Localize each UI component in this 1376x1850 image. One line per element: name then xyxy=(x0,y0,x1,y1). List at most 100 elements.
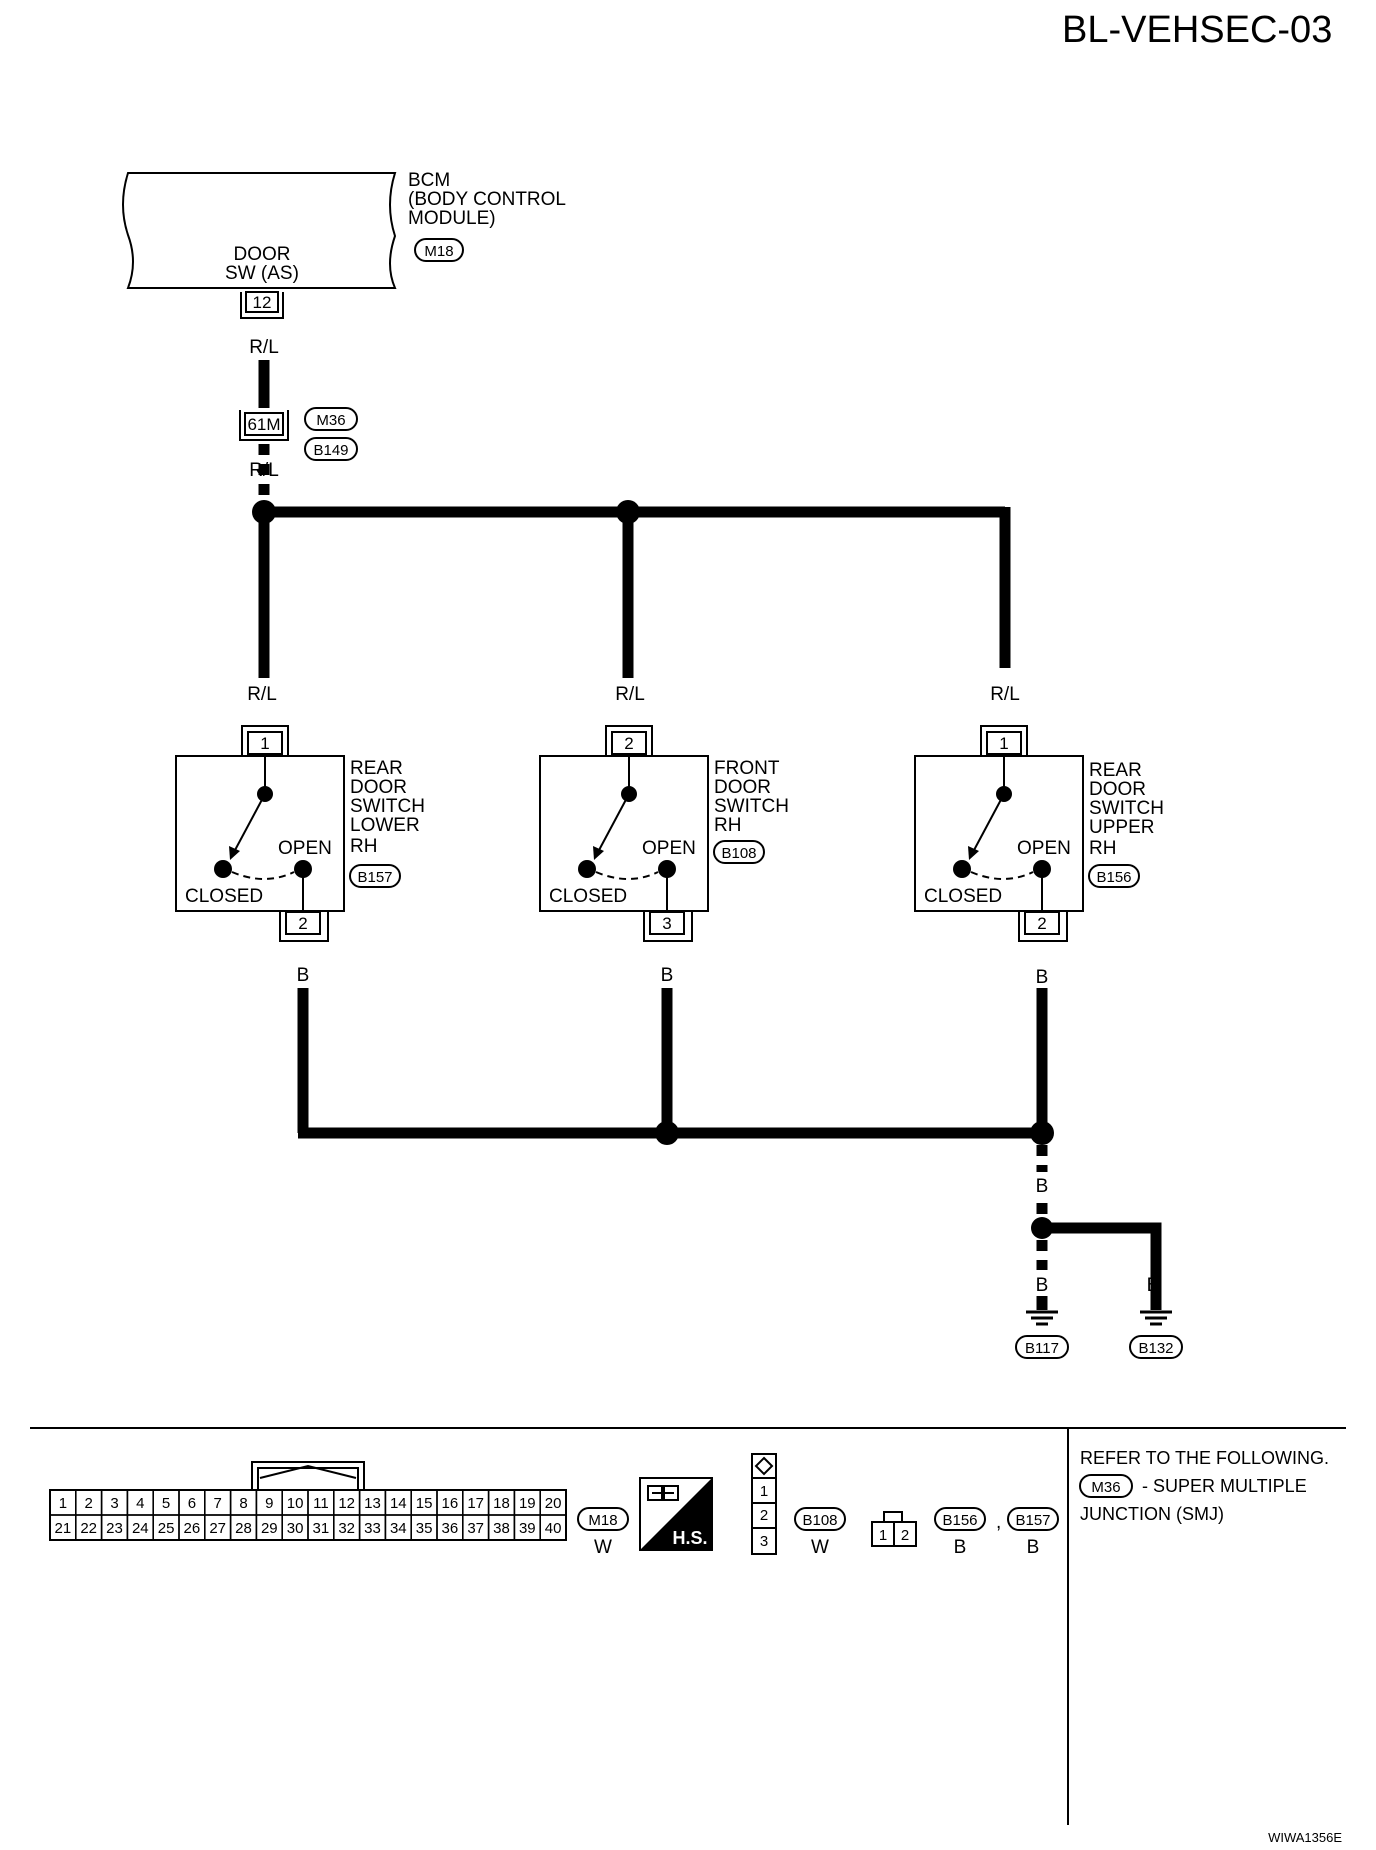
legend-b156-color: B xyxy=(954,1537,967,1558)
switch-2-name-line3: SWITCH xyxy=(714,796,789,817)
m18-pin-number: 33 xyxy=(364,1520,381,1537)
svg-text:61M: 61M xyxy=(247,415,280,434)
m18-pin-number: 4 xyxy=(136,1495,144,1512)
wire-color-rl-3: R/L xyxy=(247,684,277,705)
legend-b156-label: B156 xyxy=(942,1512,977,1529)
m18-pin-number: 25 xyxy=(158,1520,175,1537)
switch-1-closed-label: CLOSED xyxy=(185,886,263,907)
note-line3: JUNCTION (SMJ) xyxy=(1080,1504,1224,1524)
connector-id-b149: B149 xyxy=(313,442,348,459)
ground-b117: B117 xyxy=(1015,1296,1069,1359)
ground-split xyxy=(1031,1203,1162,1270)
m18-pin-number: 24 xyxy=(132,1520,149,1537)
rl-bus-wire xyxy=(252,500,1011,678)
note-ref-text: - SUPER MULTIPLE xyxy=(1142,1476,1307,1496)
switch-1-name-line1: REAR xyxy=(350,758,403,779)
joint-connector-61m: 61M M36 B149 xyxy=(239,407,358,461)
m18-pin-number: 3 xyxy=(110,1495,118,1512)
wire-color-rl-5: R/L xyxy=(990,684,1020,705)
m18-pin-number: 39 xyxy=(519,1520,536,1537)
switch-1-connector-id: B157 xyxy=(357,869,392,886)
switch-1-name-line5: RH xyxy=(350,836,377,857)
switch-3-name-line2: DOOR xyxy=(1089,779,1146,800)
switch-3-name-line1: REAR xyxy=(1089,760,1142,781)
svg-text:1: 1 xyxy=(260,734,269,753)
wire-color-b-2: B xyxy=(661,965,674,986)
svg-text:2: 2 xyxy=(624,734,633,753)
m18-pin-number: 15 xyxy=(416,1495,433,1512)
m18-pin-number: 26 xyxy=(184,1520,201,1537)
b108-pin-2: 2 xyxy=(760,1507,768,1524)
m18-pin-number: 34 xyxy=(390,1520,407,1537)
diagram-code: BL-VEHSEC-03 xyxy=(1062,9,1332,51)
switch-2-open-label: OPEN xyxy=(642,838,696,859)
switch-2-connector-id: B108 xyxy=(721,845,756,862)
svg-text:3: 3 xyxy=(662,914,671,933)
switch-1-name-line4: LOWER xyxy=(350,815,420,836)
m18-pin-number: 21 xyxy=(55,1520,72,1537)
legend-b157-label: B157 xyxy=(1015,1512,1050,1529)
switch-1-open-label: OPEN xyxy=(278,838,332,859)
rear-door-switch-lower-rh: 1 OPEN CLOSED 2 REAR DOOR SWITCH LOWER R… xyxy=(175,725,425,942)
bcm-name-line3: MODULE) xyxy=(408,208,496,229)
wire-color-rl-1: R/L xyxy=(249,337,279,358)
switch-2-name-line2: DOOR xyxy=(714,777,771,798)
m18-pin-number: 22 xyxy=(80,1520,97,1537)
legend-b108-color: W xyxy=(811,1537,829,1558)
m18-pin-number: 20 xyxy=(545,1495,562,1512)
front-door-switch-rh: 2 OPEN CLOSED 3 FRONT DOOR SWITCH RH B10… xyxy=(539,725,789,942)
bcm-connector-id: M18 xyxy=(424,243,453,260)
ground-bus-wire xyxy=(297,988,1054,1172)
svg-text:2: 2 xyxy=(298,914,307,933)
legend-b157-color: B xyxy=(1027,1537,1040,1558)
wire-color-b-1: B xyxy=(297,965,310,986)
m18-pin-number: 10 xyxy=(287,1495,304,1512)
figure-id: WIWA1356E xyxy=(1268,1830,1342,1845)
switch-1-name-line2: DOOR xyxy=(350,777,407,798)
b108-pin-1: 1 xyxy=(760,1483,768,1500)
bcm-module: BCM (BODY CONTROL MODULE) M18 DOOR SW (A… xyxy=(122,170,566,289)
legend-m18-label: M18 xyxy=(588,1512,617,1529)
wire-color-rl-4: R/L xyxy=(615,684,645,705)
wire-color-b-5: B xyxy=(1036,1275,1049,1296)
m18-pin-number: 28 xyxy=(235,1520,252,1537)
bcm-terminal-line1: DOOR xyxy=(234,244,291,265)
rear-door-switch-upper-rh: 1 OPEN CLOSED 2 REAR DOOR SWITCH UPPER R… xyxy=(914,725,1164,942)
m18-pin-number: 31 xyxy=(313,1520,330,1537)
b156-connector-face: 1 2 xyxy=(871,1511,917,1547)
ground-b132: B132 xyxy=(1129,1270,1183,1359)
ground-connector-b117: B117 xyxy=(1025,1340,1059,1357)
b108-pin-3: 3 xyxy=(760,1533,768,1550)
m18-pin-number: 2 xyxy=(85,1495,93,1512)
m18-pin-number: 40 xyxy=(545,1520,562,1537)
m18-pin-number: 14 xyxy=(390,1495,407,1512)
switch-3-open-label: OPEN xyxy=(1017,838,1071,859)
switch-3-closed-label: CLOSED xyxy=(924,886,1002,907)
switch-2-closed-label: CLOSED xyxy=(549,886,627,907)
bcm-name-line2: (BODY CONTROL xyxy=(408,189,566,210)
m18-pin-number: 1 xyxy=(59,1495,67,1512)
b156-pin-2: 2 xyxy=(901,1527,909,1544)
switch-2-name-line1: FRONT xyxy=(714,758,780,779)
switch-3-name-line4: UPPER xyxy=(1089,817,1154,838)
m18-pin-number: 12 xyxy=(338,1495,355,1512)
svg-text:12: 12 xyxy=(253,293,272,312)
m18-pin-number: 8 xyxy=(239,1495,247,1512)
b108-connector-face: 1 2 3 xyxy=(751,1453,777,1555)
reference-note: REFER TO THE FOLLOWING. M36 - SUPER MULT… xyxy=(1079,1448,1329,1524)
connector-id-m36: M36 xyxy=(316,412,345,429)
legend-m18-color: W xyxy=(594,1537,612,1558)
bcm-name-line1: BCM xyxy=(408,170,450,191)
switch-3-connector-id: B156 xyxy=(1096,869,1131,886)
switch-1-name-line3: SWITCH xyxy=(350,796,425,817)
m18-pin-number: 6 xyxy=(188,1495,196,1512)
legend-b108-label: B108 xyxy=(802,1512,837,1529)
m18-pin-number: 37 xyxy=(467,1520,484,1537)
hs-harness-icon: H.S. xyxy=(639,1477,713,1551)
svg-text:1: 1 xyxy=(999,734,1008,753)
wire-color-b-3: B xyxy=(1036,967,1049,988)
m18-pin-number: 29 xyxy=(261,1520,278,1537)
